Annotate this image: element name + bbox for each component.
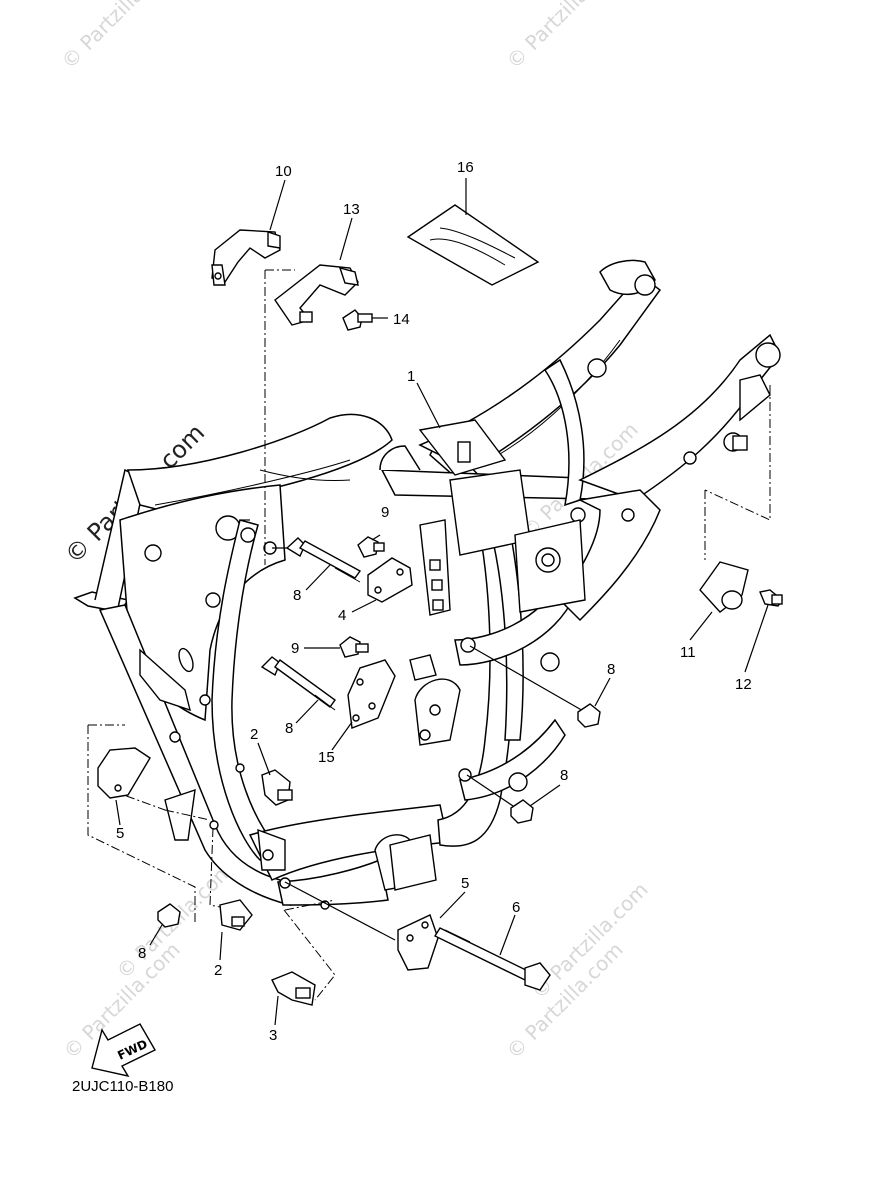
leader-lines — [87, 269, 771, 1001]
part-2-clip-lower — [219, 899, 253, 931]
part-4-plate — [367, 557, 413, 603]
callout-7-lower: 8 — [285, 720, 293, 737]
part-13-bracket — [274, 264, 359, 326]
callout-7-upper: 8 — [293, 587, 301, 604]
part-12-bolt — [759, 589, 783, 607]
fwd-arrow-icon: FWD — [91, 1023, 156, 1078]
part-14-bolt — [342, 309, 373, 331]
watermark-top-right: © Partzilla.com — [502, 0, 628, 74]
callout-labels: 10 13 16 14 1 9 8 4 9 8 15 2 8 8 5 8 2 3… — [116, 159, 752, 1044]
part-3-clip — [271, 971, 316, 1006]
callout-8-left: 8 — [138, 945, 146, 962]
callout-15: 15 — [318, 749, 335, 766]
callout-16: 16 — [457, 159, 474, 176]
part-15-plate — [347, 659, 396, 729]
part-8-nut-right — [577, 703, 601, 728]
diagram-code: 2UJC110-B180 — [72, 1078, 173, 1095]
part-2-clip-upper — [261, 769, 293, 806]
part-9-bolt-lower — [339, 636, 369, 658]
part-5-plate-right — [397, 914, 439, 971]
callout-1: 1 — [407, 368, 415, 385]
callout-12: 12 — [735, 676, 752, 693]
callout-9-lower: 9 — [291, 640, 299, 657]
callout-2-upper: 2 — [250, 726, 258, 743]
callout-8-right: 8 — [607, 661, 615, 678]
callout-5-right: 5 — [461, 875, 469, 892]
part-7-bolt-lower — [260, 656, 336, 711]
callout-10: 10 — [275, 163, 292, 180]
part-8-nut-left — [157, 903, 181, 928]
callout-3: 3 — [269, 1027, 277, 1044]
callout-8-mid: 8 — [560, 767, 568, 784]
part-10-bracket — [211, 229, 281, 286]
part-7-bolt-upper — [285, 537, 362, 583]
part-11-damper — [699, 561, 749, 613]
callout-14: 14 — [393, 311, 410, 328]
part-9-bolt-upper — [357, 536, 385, 558]
callout-6: 6 — [512, 899, 520, 916]
callout-2-lower: 2 — [214, 962, 222, 979]
callout-13: 13 — [343, 201, 360, 218]
part-5-plate-left — [97, 747, 151, 799]
callout-11: 11 — [680, 644, 696, 661]
part-16-label — [406, 204, 540, 286]
part-6-bolt — [433, 927, 551, 991]
callout-5-left: 5 — [116, 825, 124, 842]
callout-leaders — [115, 178, 769, 1026]
callout-4: 4 — [338, 607, 346, 624]
part-8-nut-mid — [510, 799, 534, 824]
callout-9-upper: 9 — [381, 504, 389, 521]
main-frame — [73, 259, 781, 910]
watermark-top-left: © Partzilla.com — [57, 0, 183, 74]
